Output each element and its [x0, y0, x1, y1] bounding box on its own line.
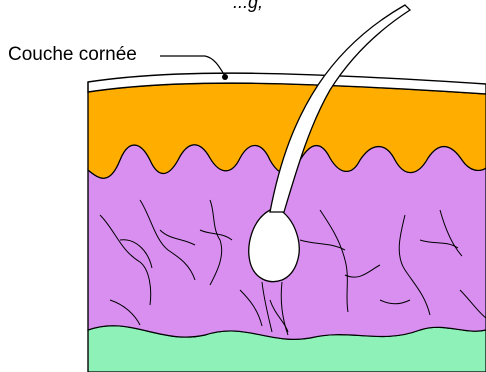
label-couche-cornee: Couche cornée — [8, 44, 137, 65]
label-leader-dot — [222, 74, 228, 80]
top-caption-fragment: ...g, — [233, 0, 263, 12]
